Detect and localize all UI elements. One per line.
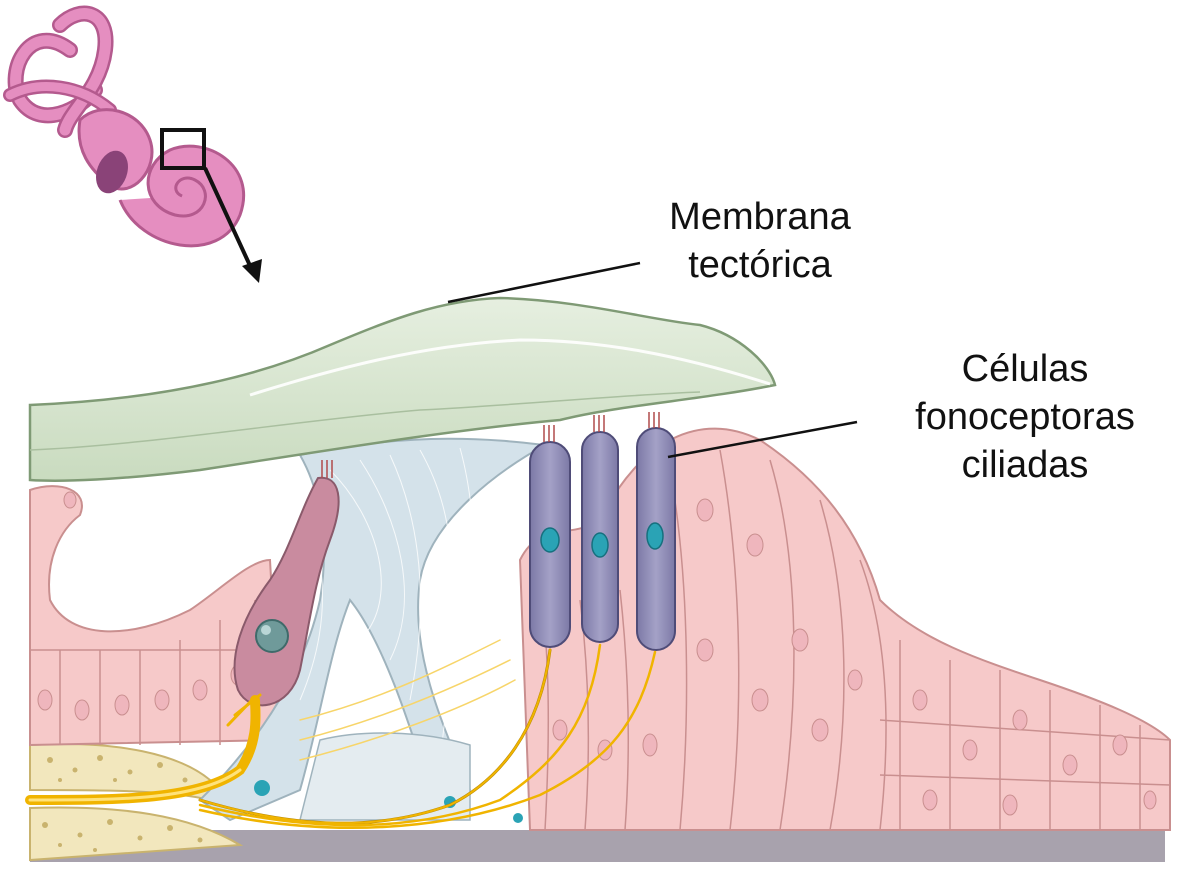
basilar-membrane	[30, 830, 1165, 862]
hair-cells-label: Células fonoceptoras ciliadas	[880, 345, 1170, 489]
arrow-down-right-icon	[203, 167, 262, 283]
outer-hair-cell	[581, 415, 619, 643]
tectorial-membrane-label: Membrana tectórica	[640, 193, 880, 289]
label-line: Membrana	[669, 196, 851, 238]
outer-hair-cell	[529, 425, 571, 648]
magnification-box	[160, 128, 206, 170]
label-line: tectórica	[688, 244, 832, 286]
hair-cell-pointer-line	[667, 420, 858, 459]
outer-hair-cells	[529, 412, 676, 651]
tectorial-pointer-line	[447, 261, 641, 304]
outer-hair-cell	[636, 412, 676, 651]
label-line: fonoceptoras	[915, 396, 1135, 438]
label-line: Células	[961, 348, 1089, 390]
inner-sulcus-epithelium	[29, 485, 282, 747]
supporting-cells-epithelium	[518, 427, 1171, 831]
tectorial-membrane	[28, 296, 777, 482]
pillar-cells	[198, 437, 549, 823]
inner-ear-icon	[3, 5, 246, 248]
inner-hair-cell	[233, 460, 340, 707]
cochlear-nerve-fibers	[25, 639, 657, 829]
label-line: ciliadas	[961, 444, 1089, 486]
